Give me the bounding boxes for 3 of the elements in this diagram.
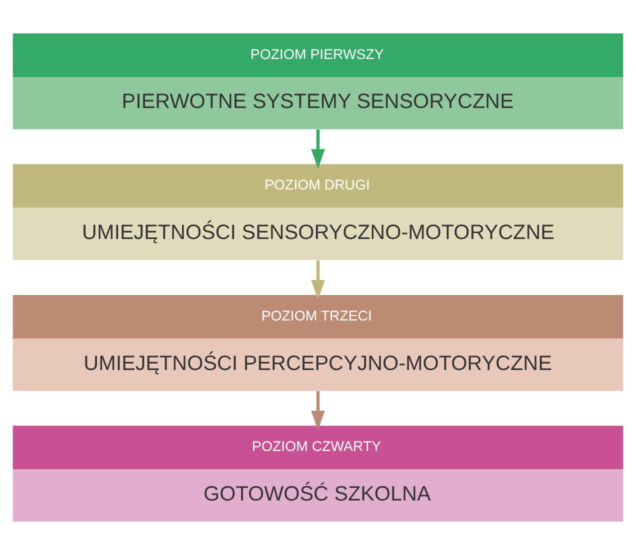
arrow — [311, 260, 325, 300]
arrow — [311, 391, 325, 430]
arrow — [311, 130, 325, 169]
